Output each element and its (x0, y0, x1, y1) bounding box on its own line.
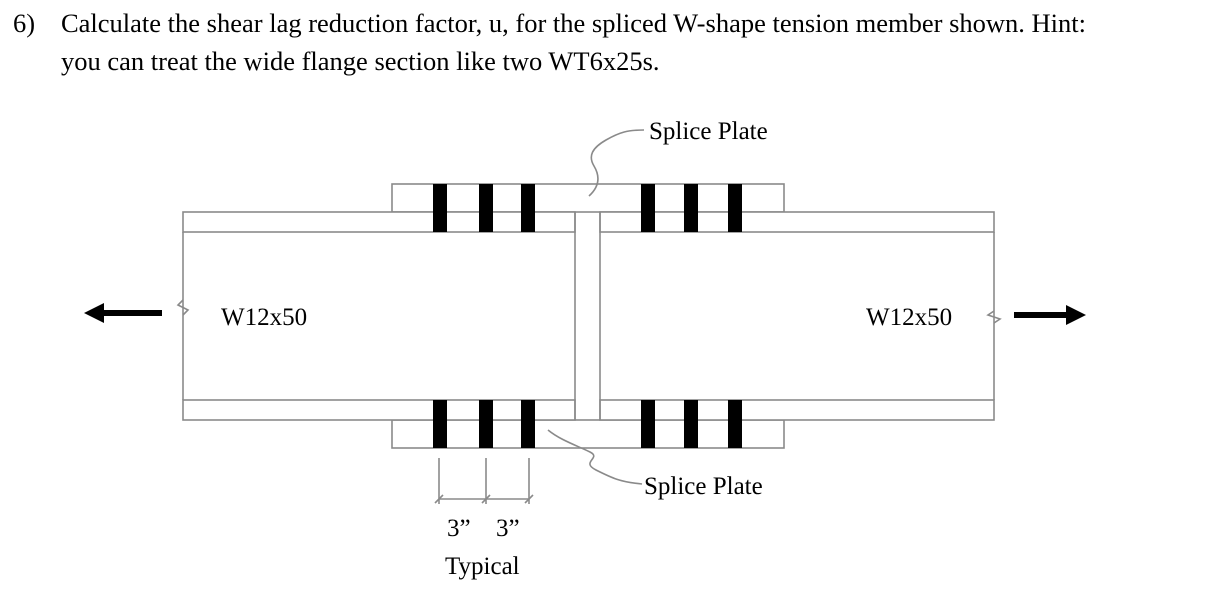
top-splice-plate-label: Splice Plate (649, 118, 768, 145)
spacing-label-2: 3” (496, 515, 520, 542)
bolt-bottom-left-1 (433, 400, 447, 448)
dimension-tick-3 (524, 494, 534, 504)
problem-number: 6) (13, 8, 36, 38)
bolt-top-right-1 (641, 184, 655, 232)
bottom-splice-plate-label: Splice Plate (644, 473, 763, 500)
dimension-tick-2 (481, 494, 491, 504)
bottom-plate-leader (547, 429, 643, 485)
right-tension-arrow (1014, 305, 1086, 325)
left-break-line (176, 299, 190, 316)
problem-text-line-1: Calculate the shear lag reduction factor… (61, 8, 1087, 38)
bottom-splice-plate (391, 419, 785, 449)
bolt-top-left-2 (479, 184, 493, 232)
bolt-bottom-right-3 (728, 400, 742, 448)
left-member-label: W12x50 (221, 304, 307, 331)
problem-line-2: you can treat the wide flange section li… (13, 42, 1213, 80)
dimension-tick-1 (434, 494, 444, 504)
bolt-top-left-1 (433, 184, 447, 232)
typical-label: Typical (445, 553, 520, 580)
bolt-spacing-dimension (434, 458, 534, 504)
top-splice-plate (391, 183, 785, 213)
right-break-line (986, 310, 1002, 324)
problem-text-line-2: you can treat the wide flange section li… (61, 46, 660, 76)
left-member-top-flange (182, 211, 576, 233)
spacing-label-1: 3” (447, 515, 471, 542)
left-member (182, 211, 576, 421)
bolt-top-left-3 (521, 184, 535, 232)
problem-statement: 6) Calculate the shear lag reduction fact… (13, 4, 1213, 80)
right-member-top-flange (599, 211, 995, 233)
left-tension-arrow (84, 303, 162, 323)
bolt-bottom-left-2 (479, 400, 493, 448)
problem-line-1: 6) Calculate the shear lag reduction fact… (13, 4, 1213, 42)
bolt-bottom-right-1 (641, 400, 655, 448)
bolt-bottom-left-3 (521, 400, 535, 448)
right-member-label: W12x50 (866, 304, 952, 331)
bolt-top-right-2 (684, 184, 698, 232)
bolt-bottom-right-2 (684, 400, 698, 448)
left-member-bottom-flange (182, 399, 576, 421)
right-member-bottom-flange (599, 399, 995, 421)
bolt-top-right-3 (728, 184, 742, 232)
top-plate-leader (588, 129, 645, 197)
